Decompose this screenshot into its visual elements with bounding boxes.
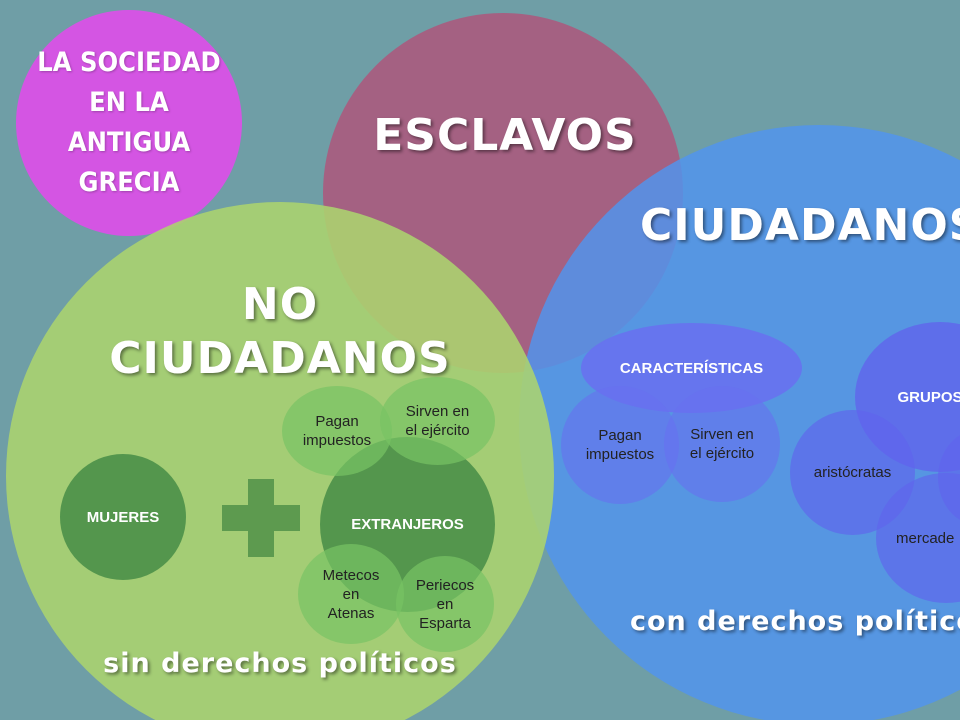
- plus-icon: [222, 479, 300, 557]
- diagram-title: LA SOCIEDAD EN LA ANTIGUA GRECIA: [37, 47, 221, 198]
- sin-derechos-label: sin derechos políticos: [103, 648, 457, 679]
- mujeres-label: MUJERES: [86, 508, 160, 526]
- ciudadanos-label: CIUDADANOS: [640, 200, 960, 251]
- mujeres-node: MUJERES: [60, 454, 186, 580]
- periecos-node: Periecos en Esparta: [396, 556, 494, 652]
- nc-sirven-ejercito-label: Sirven en el ejército: [405, 403, 470, 439]
- c-sirven-ejercito-node: Sirven en el ejército: [664, 386, 780, 502]
- metecos-node: Metecos en Atenas: [298, 544, 404, 644]
- c-pagan-impuestos-label: Pagan impuestos: [585, 427, 655, 463]
- nc-pagan-impuestos-label: Pagan impuestos: [302, 413, 372, 449]
- esclavos-label: ESCLAVOS: [373, 110, 637, 161]
- caracteristicas-label: CARACTERÍSTICAS: [619, 359, 764, 377]
- c-sirven-ejercito-label: Sirven en el ejército: [689, 426, 755, 462]
- no-ciudadanos-label: NO CIUDADANOS: [109, 279, 451, 384]
- mercaderes-label: mercade: [896, 529, 955, 547]
- metecos-label: Metecos en Atenas: [322, 566, 380, 622]
- aristocratas-label: aristócratas: [813, 464, 892, 481]
- title-circle: LA SOCIEDAD EN LA ANTIGUA GRECIA: [16, 10, 242, 236]
- periecos-label: Periecos en Esparta: [415, 576, 475, 632]
- nc-pagan-impuestos-node: Pagan impuestos: [282, 386, 392, 476]
- grupos-label: GRUPOS: [897, 388, 960, 406]
- c-pagan-impuestos-node: Pagan impuestos: [561, 386, 679, 504]
- nc-sirven-ejercito-node: Sirven en el ejército: [380, 377, 495, 465]
- extranjeros-label: EXTRANJEROS: [351, 516, 464, 533]
- con-derechos-label: con derechos político: [630, 606, 960, 637]
